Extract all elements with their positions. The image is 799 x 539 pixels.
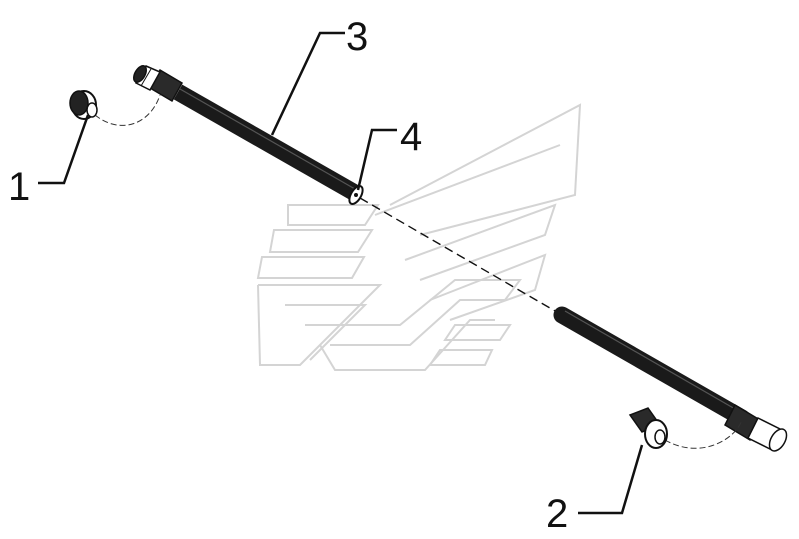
leader-line-1 [38, 114, 90, 185]
leader-line-3 [270, 31, 345, 136]
callout-1: 1 [8, 165, 30, 209]
leader-line-2 [578, 444, 644, 515]
callout-3: 3 [346, 15, 368, 59]
leader-line-4 [356, 128, 397, 191]
hose-end-fitting-lower [724, 403, 788, 452]
hose-end-fitting-upper [133, 65, 184, 103]
hydraulic-hose-lower [553, 306, 788, 452]
watermark-logo [256, 103, 582, 371]
fitting-nut-1 [69, 90, 161, 126]
callout-4: 4 [400, 115, 422, 159]
callout-2: 2 [546, 492, 568, 536]
assembly-centerline [359, 197, 563, 316]
hose-clamp [348, 184, 364, 206]
fitting-nut-2 [628, 407, 743, 449]
hydraulic-hose [133, 65, 364, 206]
